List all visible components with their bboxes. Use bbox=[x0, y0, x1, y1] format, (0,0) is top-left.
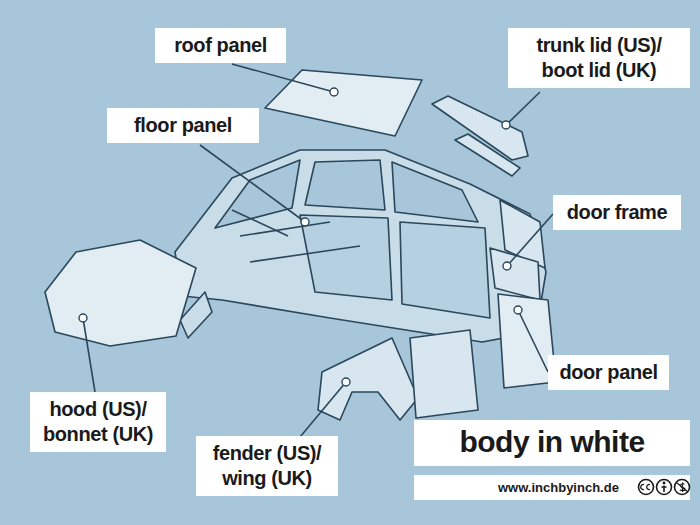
door-front bbox=[410, 330, 478, 418]
body-frame bbox=[175, 150, 546, 342]
leader-line bbox=[200, 145, 305, 222]
floor-cross-member bbox=[232, 210, 360, 262]
by-symbol bbox=[663, 482, 666, 485]
hood bbox=[45, 240, 196, 346]
leader-dot bbox=[330, 88, 338, 96]
part-name: roof panel bbox=[163, 33, 278, 58]
by-symbol bbox=[662, 486, 667, 493]
part-name: door panel bbox=[556, 360, 661, 385]
side-window-rear bbox=[392, 162, 478, 222]
license-icon bbox=[675, 480, 690, 495]
part-name: floor panel bbox=[115, 113, 251, 138]
callout-box: fender (US)/ wing (UK) bbox=[196, 436, 338, 496]
fender bbox=[318, 338, 418, 420]
callout-box: door panel bbox=[548, 355, 669, 390]
door-opening-front bbox=[300, 215, 392, 300]
license-icon bbox=[657, 480, 672, 495]
leader-dot bbox=[342, 378, 350, 386]
leader-line bbox=[507, 214, 553, 266]
leader-line bbox=[300, 382, 346, 437]
part-name: hood (US)/ bonnet (UK) bbox=[38, 397, 158, 447]
nc-symbol bbox=[677, 483, 689, 493]
callout-box: trunk lid (US)/ boot lid (UK) bbox=[508, 28, 690, 88]
diagram-title: body in white bbox=[414, 420, 690, 466]
leader-dot bbox=[514, 306, 522, 314]
door-opening-rear bbox=[400, 222, 490, 318]
part-name: door frame bbox=[561, 200, 673, 225]
leader-line bbox=[506, 92, 540, 125]
side-window-front bbox=[305, 160, 385, 210]
windshield-opening bbox=[215, 160, 300, 228]
leader-line bbox=[83, 318, 95, 392]
callout-box: roof panel bbox=[155, 28, 286, 63]
callout-box: door frame bbox=[553, 195, 681, 230]
part-name: trunk lid (US)/ boot lid (UK) bbox=[516, 33, 682, 83]
leader-line bbox=[232, 64, 334, 92]
leader-dot bbox=[503, 262, 511, 270]
part-name: fender (US)/ wing (UK) bbox=[204, 441, 330, 491]
callout-box: hood (US)/ bonnet (UK) bbox=[30, 392, 166, 452]
cc-symbol bbox=[641, 484, 650, 489]
trunk-hinge-bar bbox=[455, 134, 520, 176]
leader-dot bbox=[301, 218, 309, 226]
leader-dot bbox=[79, 314, 87, 322]
leader-line bbox=[518, 310, 548, 372]
callout-box: floor panel bbox=[107, 108, 259, 143]
license-icon bbox=[639, 480, 654, 495]
leader-dot bbox=[502, 121, 510, 129]
